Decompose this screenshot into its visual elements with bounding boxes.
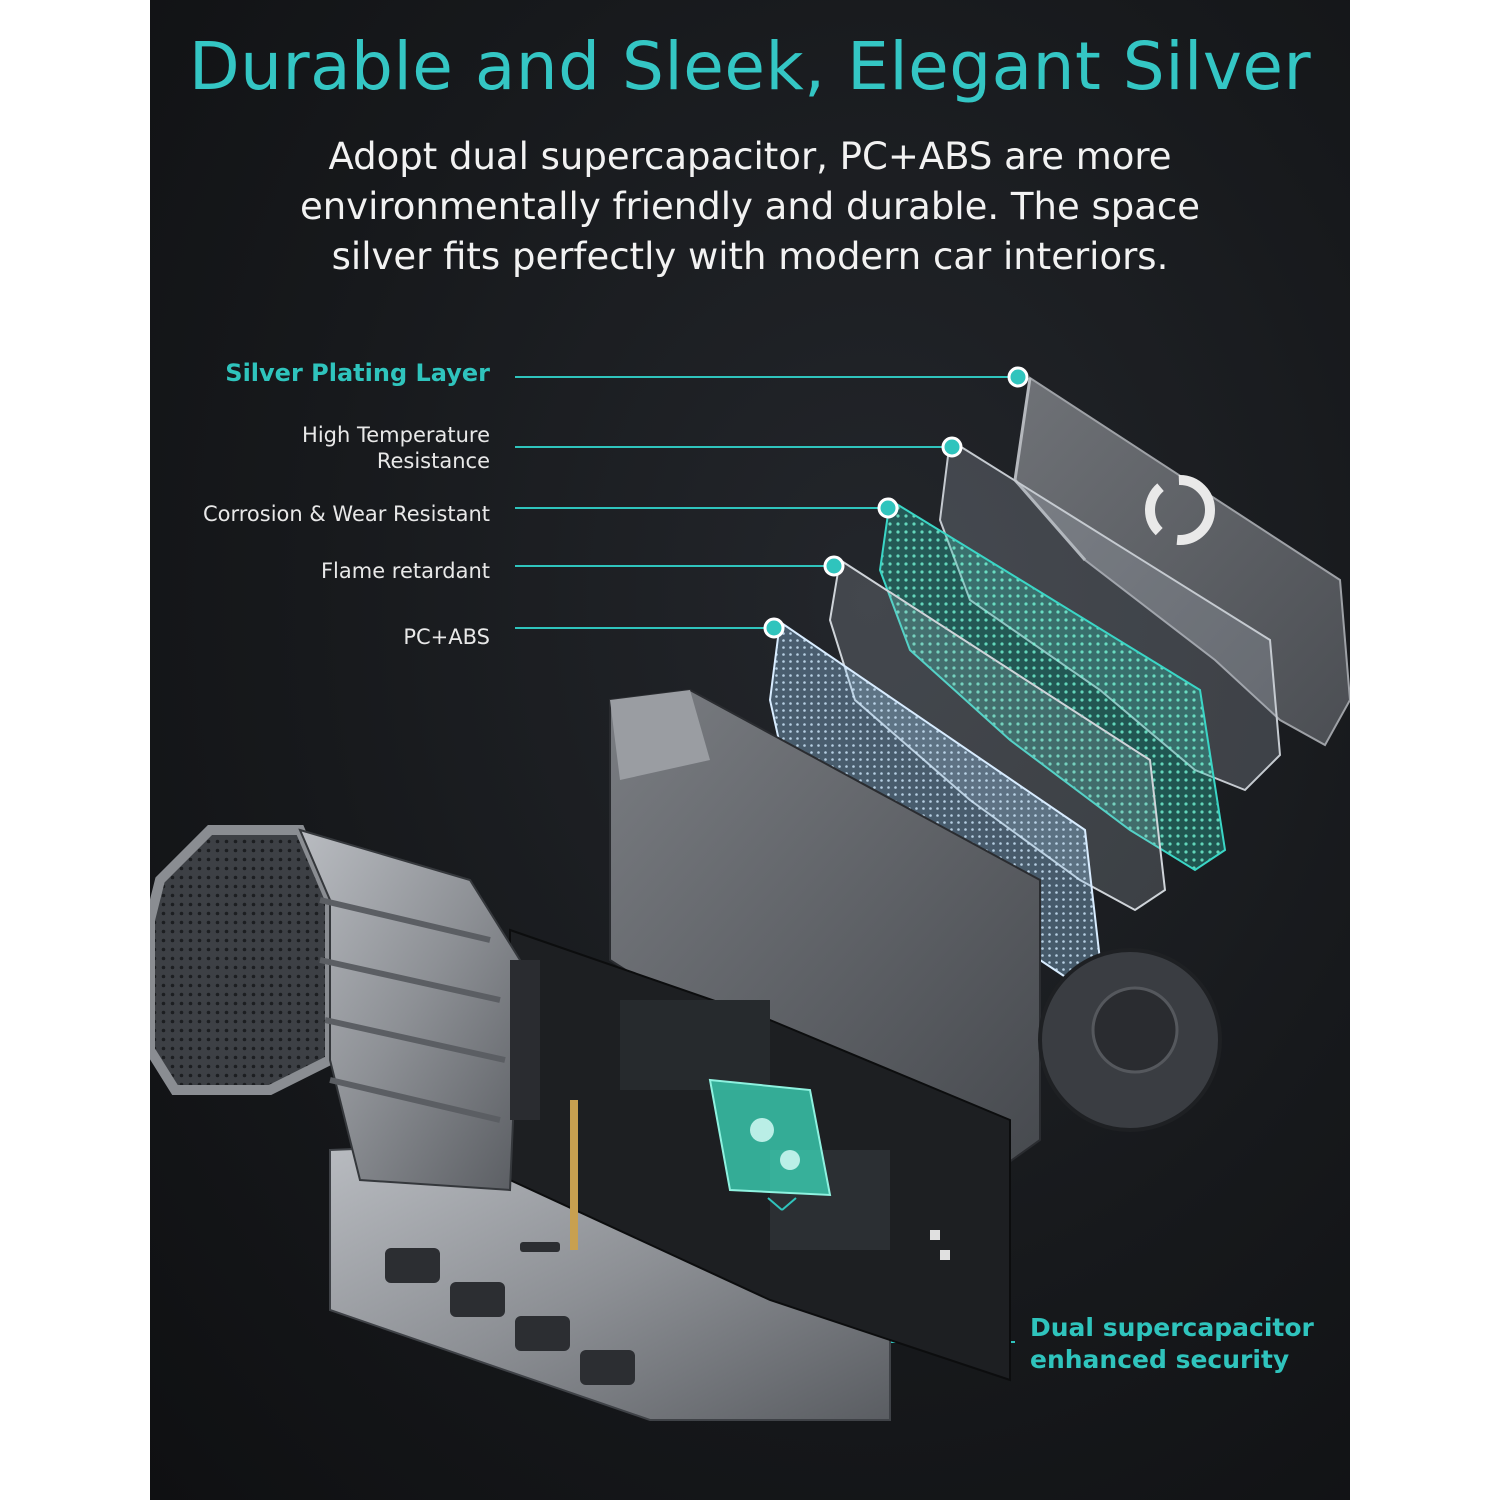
feature-description: Adopt dual supercapacitor, PC+ABS are mo… <box>299 135 1201 278</box>
supercapacitor-callout: Dual supercapacitor enhanced security <box>1030 1313 1314 1374</box>
layer-label-corrosion-wear: Corrosion & Wear Resistant <box>202 502 490 526</box>
layer-label-high-temperature: High Temperature Resistance <box>302 423 490 473</box>
corrosion-wear-mesh-layer <box>878 498 1227 872</box>
front-camera-cylinder <box>150 825 540 1192</box>
layer-label-flame-retardant: Flame retardant <box>320 559 490 583</box>
leader-dot-corrosion <box>877 497 899 519</box>
leader-dot-pc-abs <box>763 617 785 639</box>
leader-dot-silver-plating <box>1007 366 1029 388</box>
brand-logo-icon <box>1145 475 1215 545</box>
leader-dots <box>763 366 1029 639</box>
leader-dot-high-temperature <box>941 436 963 458</box>
layer-label-silver-plating: Silver Plating Layer <box>225 359 490 387</box>
supercapacitor-chip <box>708 1078 832 1197</box>
page-title: Durable and Sleek, Elegant Silver <box>188 28 1312 105</box>
leader-dot-flame-retardant <box>823 555 845 577</box>
dashcam-exploded-illustration <box>150 366 1350 1421</box>
camera-base <box>329 1138 891 1421</box>
camera-main-body <box>609 688 1222 1192</box>
layer-label-pc-abs: PC+ABS <box>403 625 490 649</box>
product-feature-panel: Durable and Sleek, Elegant Silver Adopt … <box>150 0 1350 1500</box>
